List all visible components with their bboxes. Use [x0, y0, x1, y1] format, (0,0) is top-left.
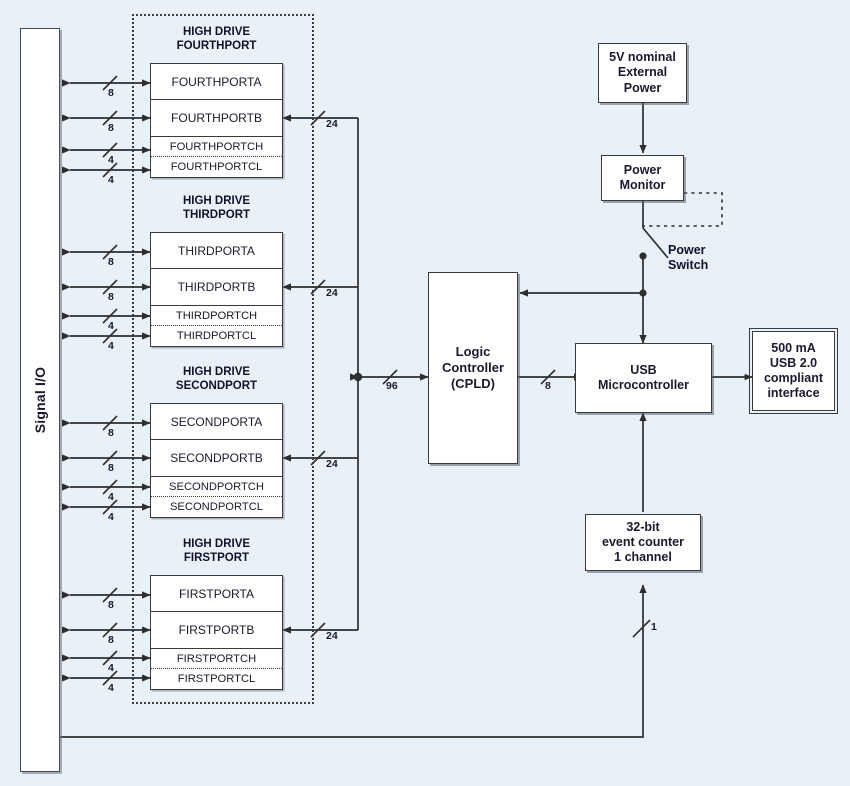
bus-width-label: 8 [108, 291, 114, 303]
usb-interface-line2: USB 2.0 [769, 355, 818, 370]
event-counter-line3: 1 channel [614, 550, 672, 565]
bus-width-label: 4 [108, 320, 114, 332]
bus-width-label: 8 [108, 599, 114, 611]
bus-width-label-96: 96 [386, 380, 398, 392]
port-row[interactable]: SECONDPORTA [151, 404, 282, 439]
power-switch-label: Power Switch [668, 243, 708, 273]
signal-io-bar: Signal I/O [20, 28, 60, 772]
port-stack: FOURTHPORTA FOURTHPORTB FOURTHPORTCH FOU… [150, 63, 283, 178]
bus-width-label: 4 [108, 174, 114, 186]
bus-width-label: 4 [108, 491, 114, 503]
bus-width-label-24: 24 [326, 630, 338, 642]
logic-controller-block[interactable]: Logic Controller (CPLD) [428, 272, 518, 464]
port-row-label: FOURTHPORTB [171, 111, 262, 125]
usb-interface-block[interactable]: 500 mA USB 2.0 compliant interface [749, 328, 838, 414]
port-row[interactable]: FIRSTPORTA [151, 576, 282, 611]
port-row-label: THIRDPORTCL [176, 329, 257, 342]
power-switch-line1: Power [668, 243, 706, 257]
usb-interface-line4: interface [767, 386, 820, 401]
bus-width-label: 8 [108, 122, 114, 134]
bus-width-label: 8 [108, 427, 114, 439]
power-switch-line2: Switch [668, 258, 709, 272]
port-row[interactable]: THIRDPORTCL [151, 325, 282, 345]
port-row[interactable]: FOURTHPORTA [151, 64, 282, 99]
power-monitor-line2: Monitor [619, 178, 666, 192]
bus-width-label-24: 24 [326, 458, 338, 470]
port-row[interactable]: THIRDPORTCH [151, 305, 282, 325]
bus-width-label: 8 [108, 256, 114, 268]
port-row-label: FOURTHPORTA [171, 74, 262, 89]
external-power-line1: 5V nominal [609, 50, 676, 65]
external-power-block[interactable]: 5V nominal External Power [598, 43, 687, 103]
port-row-label: SECONDPORTCL [169, 500, 264, 513]
port-row[interactable]: FIRSTPORTCH [151, 648, 282, 668]
power-monitor-block[interactable]: Power Monitor [601, 155, 684, 201]
port-stack: THIRDPORTA THIRDPORTB THIRDPORTCH THIRDP… [150, 232, 283, 347]
port-row-label: SECONDPORTA [170, 414, 263, 429]
bus-width-label-24: 24 [326, 287, 338, 299]
bus-width-label: 4 [108, 682, 114, 694]
port-row-label: FOURTHPORTCH [169, 140, 264, 153]
port-row[interactable]: FIRSTPORTB [151, 611, 282, 648]
logic-controller-line3: (CPLD) [450, 375, 496, 391]
port-row-label: THIRDPORTA [178, 243, 255, 258]
bus-width-label-1: 1 [651, 621, 657, 633]
port-row[interactable]: SECONDPORTB [151, 439, 282, 476]
external-power-line2: External [617, 65, 668, 80]
power-monitor-line1: Power [623, 162, 662, 177]
port-row-label: FIRSTPORTB [178, 623, 255, 637]
logic-controller-line2: Controller [441, 360, 505, 376]
port-group-title: HIGH DRIVE FOURTHPORT [176, 26, 257, 52]
bus-width-label: 8 [108, 634, 114, 646]
port-row-label: SECONDPORTCH [169, 480, 264, 493]
bus-width-label: 8 [108, 462, 114, 474]
port-row[interactable]: FOURTHPORTB [151, 99, 282, 136]
port-row-label: THIRDPORTB [177, 280, 256, 294]
port-stack: FIRSTPORTA FIRSTPORTB FIRSTPORTCH FIRSTP… [150, 575, 283, 690]
port-row[interactable]: SECONDPORTCL [151, 496, 282, 516]
port-row-label: FOURTHPORTCL [170, 160, 263, 173]
port-row-label: FIRSTPORTCH [176, 652, 257, 665]
port-row[interactable]: SECONDPORTCH [151, 476, 282, 496]
port-group-title: HIGH DRIVE FIRSTPORT [182, 538, 251, 564]
port-row[interactable]: FIRSTPORTCL [151, 668, 282, 688]
usb-microcontroller-block[interactable]: USB Microcontroller [575, 343, 712, 413]
event-counter-line1: 32-bit [626, 519, 660, 534]
port-row[interactable]: THIRDPORTA [151, 233, 282, 268]
port-row[interactable]: THIRDPORTB [151, 268, 282, 305]
port-row-label: FIRSTPORTCL [177, 672, 256, 685]
event-counter-line2: event counter [602, 534, 684, 549]
signal-io-label: Signal I/O [32, 366, 48, 434]
bus-width-label: 8 [108, 87, 114, 99]
usb-microcontroller-line1: USB [630, 362, 657, 377]
usb-microcontroller-line2: Microcontroller [598, 378, 689, 392]
bus-width-label: 4 [108, 511, 114, 523]
port-group-title: HIGH DRIVE THIRDPORT [182, 195, 251, 221]
bus-width-label-8: 8 [545, 380, 551, 392]
bus-width-label: 4 [108, 662, 114, 674]
event-counter-block[interactable]: 32-bit event counter 1 channel [585, 514, 701, 571]
logic-controller-line1: Logic [455, 344, 491, 360]
usb-interface-line1: 500 mA [771, 340, 816, 355]
external-power-line3: Power [623, 80, 662, 95]
port-group-title: HIGH DRIVE SECONDPORT [175, 366, 258, 392]
port-row[interactable]: FOURTHPORTCH [151, 136, 282, 156]
port-row[interactable]: FOURTHPORTCL [151, 156, 282, 176]
bus-width-label: 4 [108, 154, 114, 166]
port-row-label: SECONDPORTB [170, 451, 263, 465]
port-row-label: FIRSTPORTA [179, 586, 254, 601]
usb-interface-line3: compliant [763, 371, 824, 385]
bus-width-label-24: 24 [326, 118, 338, 130]
high-drive-region-outline [132, 14, 314, 704]
bus-width-label: 4 [108, 340, 114, 352]
port-stack: SECONDPORTA SECONDPORTB SECONDPORTCH SEC… [150, 403, 283, 518]
port-row-label: THIRDPORTCH [175, 309, 258, 322]
